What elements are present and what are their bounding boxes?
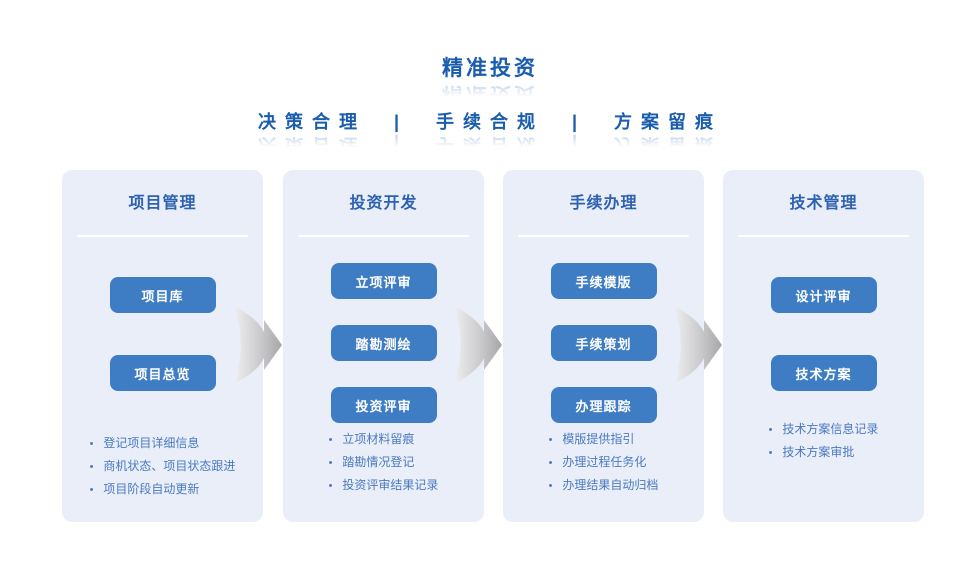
card-technology-management: 技术管理 设计评审 技术方案 技术方案信息记录 技术方案审批 (723, 170, 924, 522)
flow-arrow-icon (234, 306, 282, 384)
card-title: 投资开发 (349, 195, 418, 212)
bullet-item: 商机状态、项目状态跟进 (90, 455, 235, 478)
button-investment-review: 投资评审 (330, 387, 437, 423)
flow-arrow-icon (674, 306, 722, 384)
button-procedure-template: 手续模版 (550, 263, 657, 299)
bullet-item: 踏勘情况登记 (329, 451, 439, 474)
card-divider (77, 235, 248, 237)
button-procedure-planning: 手续策划 (550, 325, 657, 361)
button-project-library: 项目库 (109, 277, 216, 313)
bullet-list: 立项材料留痕 踏勘情况登记 投资评审结果记录 (329, 428, 439, 497)
tagline-text: 决策合理 | 手续合规 | 方案留痕 (257, 112, 723, 132)
bullet-item: 投资评审结果记录 (329, 474, 438, 497)
card-divider (738, 235, 909, 237)
bullet-item: 模版提供指引 (549, 428, 659, 451)
button-design-review: 设计评审 (770, 277, 877, 313)
button-project-overview: 项目总览 (109, 355, 216, 391)
card-title: 项目管理 (128, 195, 197, 212)
tagline-reflection: 决策合理 | 手续合规 | 方案留痕 (257, 135, 723, 155)
card-investment-development: 投资开发 立项评审 踏勘测绘 投资评审 立项材料留痕 踏勘情况登记 投资评审结果… (283, 170, 484, 522)
button-survey-mapping: 踏勘测绘 (330, 325, 437, 361)
bullet-item: 办理过程任务化 (549, 451, 659, 474)
bullet-item: 登记项目详细信息 (90, 432, 236, 455)
page-title-text: 精准投资 (442, 57, 538, 80)
card-procedure-handling: 手续办理 手续模版 手续策划 办理跟踪 模版提供指引 办理过程任务化 办理结果自… (503, 170, 704, 522)
card-title: 技术管理 (789, 195, 858, 212)
bullet-item: 办理结果自动归档 (549, 474, 658, 497)
bullet-list: 登记项目详细信息 商机状态、项目状态跟进 项目阶段自动更新 (90, 432, 236, 501)
button-technical-proposal: 技术方案 (770, 355, 877, 391)
bullet-item: 项目阶段自动更新 (90, 478, 236, 501)
page-title-reflection: 精准投资 (442, 83, 538, 106)
bullet-list: 模版提供指引 办理过程任务化 办理结果自动归档 (549, 428, 659, 497)
bullet-item: 技术方案审批 (769, 441, 879, 464)
button-initiation-review: 立项评审 (330, 263, 437, 299)
card-title: 手续办理 (569, 195, 638, 212)
bullet-list: 技术方案信息记录 技术方案审批 (769, 418, 879, 464)
flow-arrow-icon (454, 306, 502, 384)
bullet-item: 立项材料留痕 (329, 428, 439, 451)
card-divider (298, 235, 469, 237)
button-processing-tracking: 办理跟踪 (550, 387, 657, 423)
bullet-item: 技术方案信息记录 (769, 418, 878, 441)
tagline: 决策合理 | 手续合规 | 方案留痕 决策合理 | 手续合规 | 方案留痕 (0, 111, 980, 156)
page-title: 精准投资 精准投资 (0, 56, 980, 107)
card-project-management: 项目管理 项目库 项目总览 登记项目详细信息 商机状态、项目状态跟进 项目阶段自… (62, 170, 263, 522)
card-divider (518, 235, 689, 237)
